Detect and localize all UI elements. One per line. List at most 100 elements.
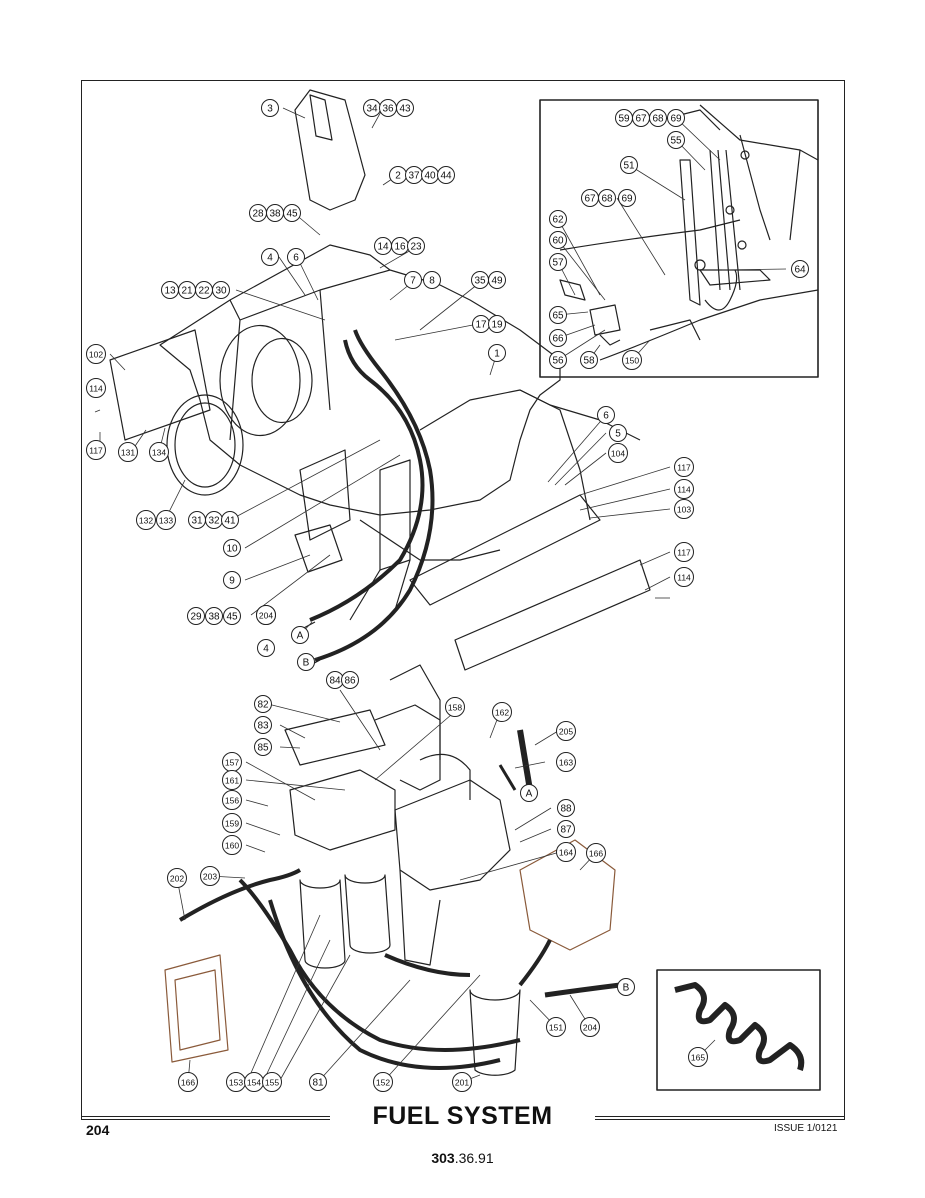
callout-letters-1: B: [297, 653, 315, 671]
callout-inset-14: 66: [549, 329, 567, 347]
callout-lower-7: 205: [556, 721, 576, 741]
callout-main-41: 45: [223, 607, 241, 625]
callout-text: 28: [252, 209, 264, 220]
callout-bubble: [309, 1073, 327, 1091]
callout-text: 201: [455, 1078, 469, 1088]
callout-text: 1: [494, 349, 500, 360]
callout-text: 114: [89, 384, 103, 394]
callout-lower-8: 157: [222, 752, 242, 772]
callout-bubble: [674, 567, 694, 587]
callout-text: 58: [583, 356, 595, 367]
callout-bubble: [437, 166, 455, 184]
callout-text: 103: [677, 505, 691, 515]
callout-text: 159: [225, 819, 239, 829]
fuel-tank-drawing: [159, 244, 641, 621]
callout-bubble: [557, 820, 575, 838]
callout-bubble: [373, 1072, 393, 1092]
callout-main-45: 6: [597, 406, 615, 424]
callout-bubble: [223, 571, 241, 589]
callout-text: 203: [203, 872, 217, 882]
callout-text: 64: [794, 265, 806, 276]
callout-main-51: 117: [674, 542, 694, 562]
callout-bubble: [546, 1017, 566, 1037]
callout-text: 202: [170, 874, 184, 884]
callout-text: A: [526, 789, 533, 800]
callout-text: 82: [257, 700, 269, 711]
hose-163: [498, 764, 517, 791]
hose-204: [314, 329, 435, 662]
callout-bubble: [617, 978, 635, 996]
callout-text: 166: [181, 1078, 195, 1088]
callout-text: 40: [424, 171, 436, 182]
callout-text: 51: [623, 161, 635, 172]
callout-text: 37: [408, 171, 420, 182]
callout-inset-16: 58: [580, 351, 598, 369]
bracket-103: [454, 559, 651, 671]
callout-inset-4: 55: [667, 131, 685, 149]
callout-lower-13: 160: [222, 835, 242, 855]
callout-main-30: 131: [118, 442, 138, 462]
callout-bubble: [488, 315, 506, 333]
document-number: 303.36.91: [0, 1150, 925, 1166]
callout-inset-17: 150: [622, 350, 642, 370]
callout-text: 9: [229, 576, 235, 587]
callout-bubble: [549, 210, 567, 228]
callout-lower-0: 82: [254, 695, 272, 713]
callout-inset-3: 69: [667, 109, 685, 127]
callout-bubble: [674, 457, 694, 477]
hose-151: [518, 939, 552, 987]
callout-lower-9: 163: [556, 752, 576, 772]
callout-main-35: 32: [205, 511, 223, 529]
callout-main-31: 134: [149, 442, 169, 462]
callout-lower-4: 85: [254, 738, 272, 756]
callout-bubble: [492, 702, 512, 722]
callout-inset-12: 64: [791, 260, 809, 278]
callout-main-27: 102: [86, 344, 106, 364]
callout-main-28: 114: [86, 378, 106, 398]
callout-text: 19: [491, 320, 503, 331]
callout-main-18: 35: [471, 271, 489, 289]
detail-inset-frame: [539, 99, 819, 378]
callout-text: 3: [267, 104, 273, 115]
callout-letters-3: B: [617, 978, 635, 996]
callout-bubble: [291, 626, 309, 644]
callout-bubble: [649, 109, 667, 127]
callout-text: 153: [229, 1078, 243, 1088]
callout-bubble: [598, 189, 616, 207]
callout-main-49: 114: [674, 479, 694, 499]
callout-text: 8: [429, 276, 435, 287]
callout-main-44: 4: [257, 639, 275, 657]
hose-162: [517, 729, 533, 791]
callout-main-6: 40: [421, 166, 439, 184]
callout-text: 133: [159, 516, 173, 526]
callout-main-21: 21: [178, 281, 196, 299]
callout-text: 23: [410, 242, 422, 253]
callout-text: 83: [257, 721, 269, 732]
callout-bubble: [549, 351, 567, 369]
callout-lower-20: 166: [178, 1072, 198, 1092]
callout-main-11: 14: [374, 237, 392, 255]
document-number-bold: 303: [431, 1150, 455, 1166]
callout-lower-14: 88: [557, 799, 575, 817]
callout-lower-25: 152: [373, 1072, 393, 1092]
callout-inset-8: 69: [618, 189, 636, 207]
cover-plate-drawing: [294, 89, 366, 211]
callout-main-2: 36: [379, 99, 397, 117]
callout-main-5: 37: [405, 166, 423, 184]
callout-bubble: [423, 271, 441, 289]
hose-205: [309, 339, 425, 622]
callout-lower-2: 86: [341, 671, 359, 689]
callout-lower-27: 151: [546, 1017, 566, 1037]
callout-main-15: 6: [287, 248, 305, 266]
callout-text: 150: [625, 356, 639, 366]
callout-main-37: 10: [223, 539, 241, 557]
callout-main-47: 104: [608, 443, 628, 463]
callout-text: 69: [621, 194, 633, 205]
callout-bubble: [556, 752, 576, 772]
callout-text: 162: [495, 708, 509, 718]
callout-text: 205: [559, 727, 573, 737]
title-rule-right: [595, 1116, 845, 1117]
callout-bubble: [261, 248, 279, 266]
